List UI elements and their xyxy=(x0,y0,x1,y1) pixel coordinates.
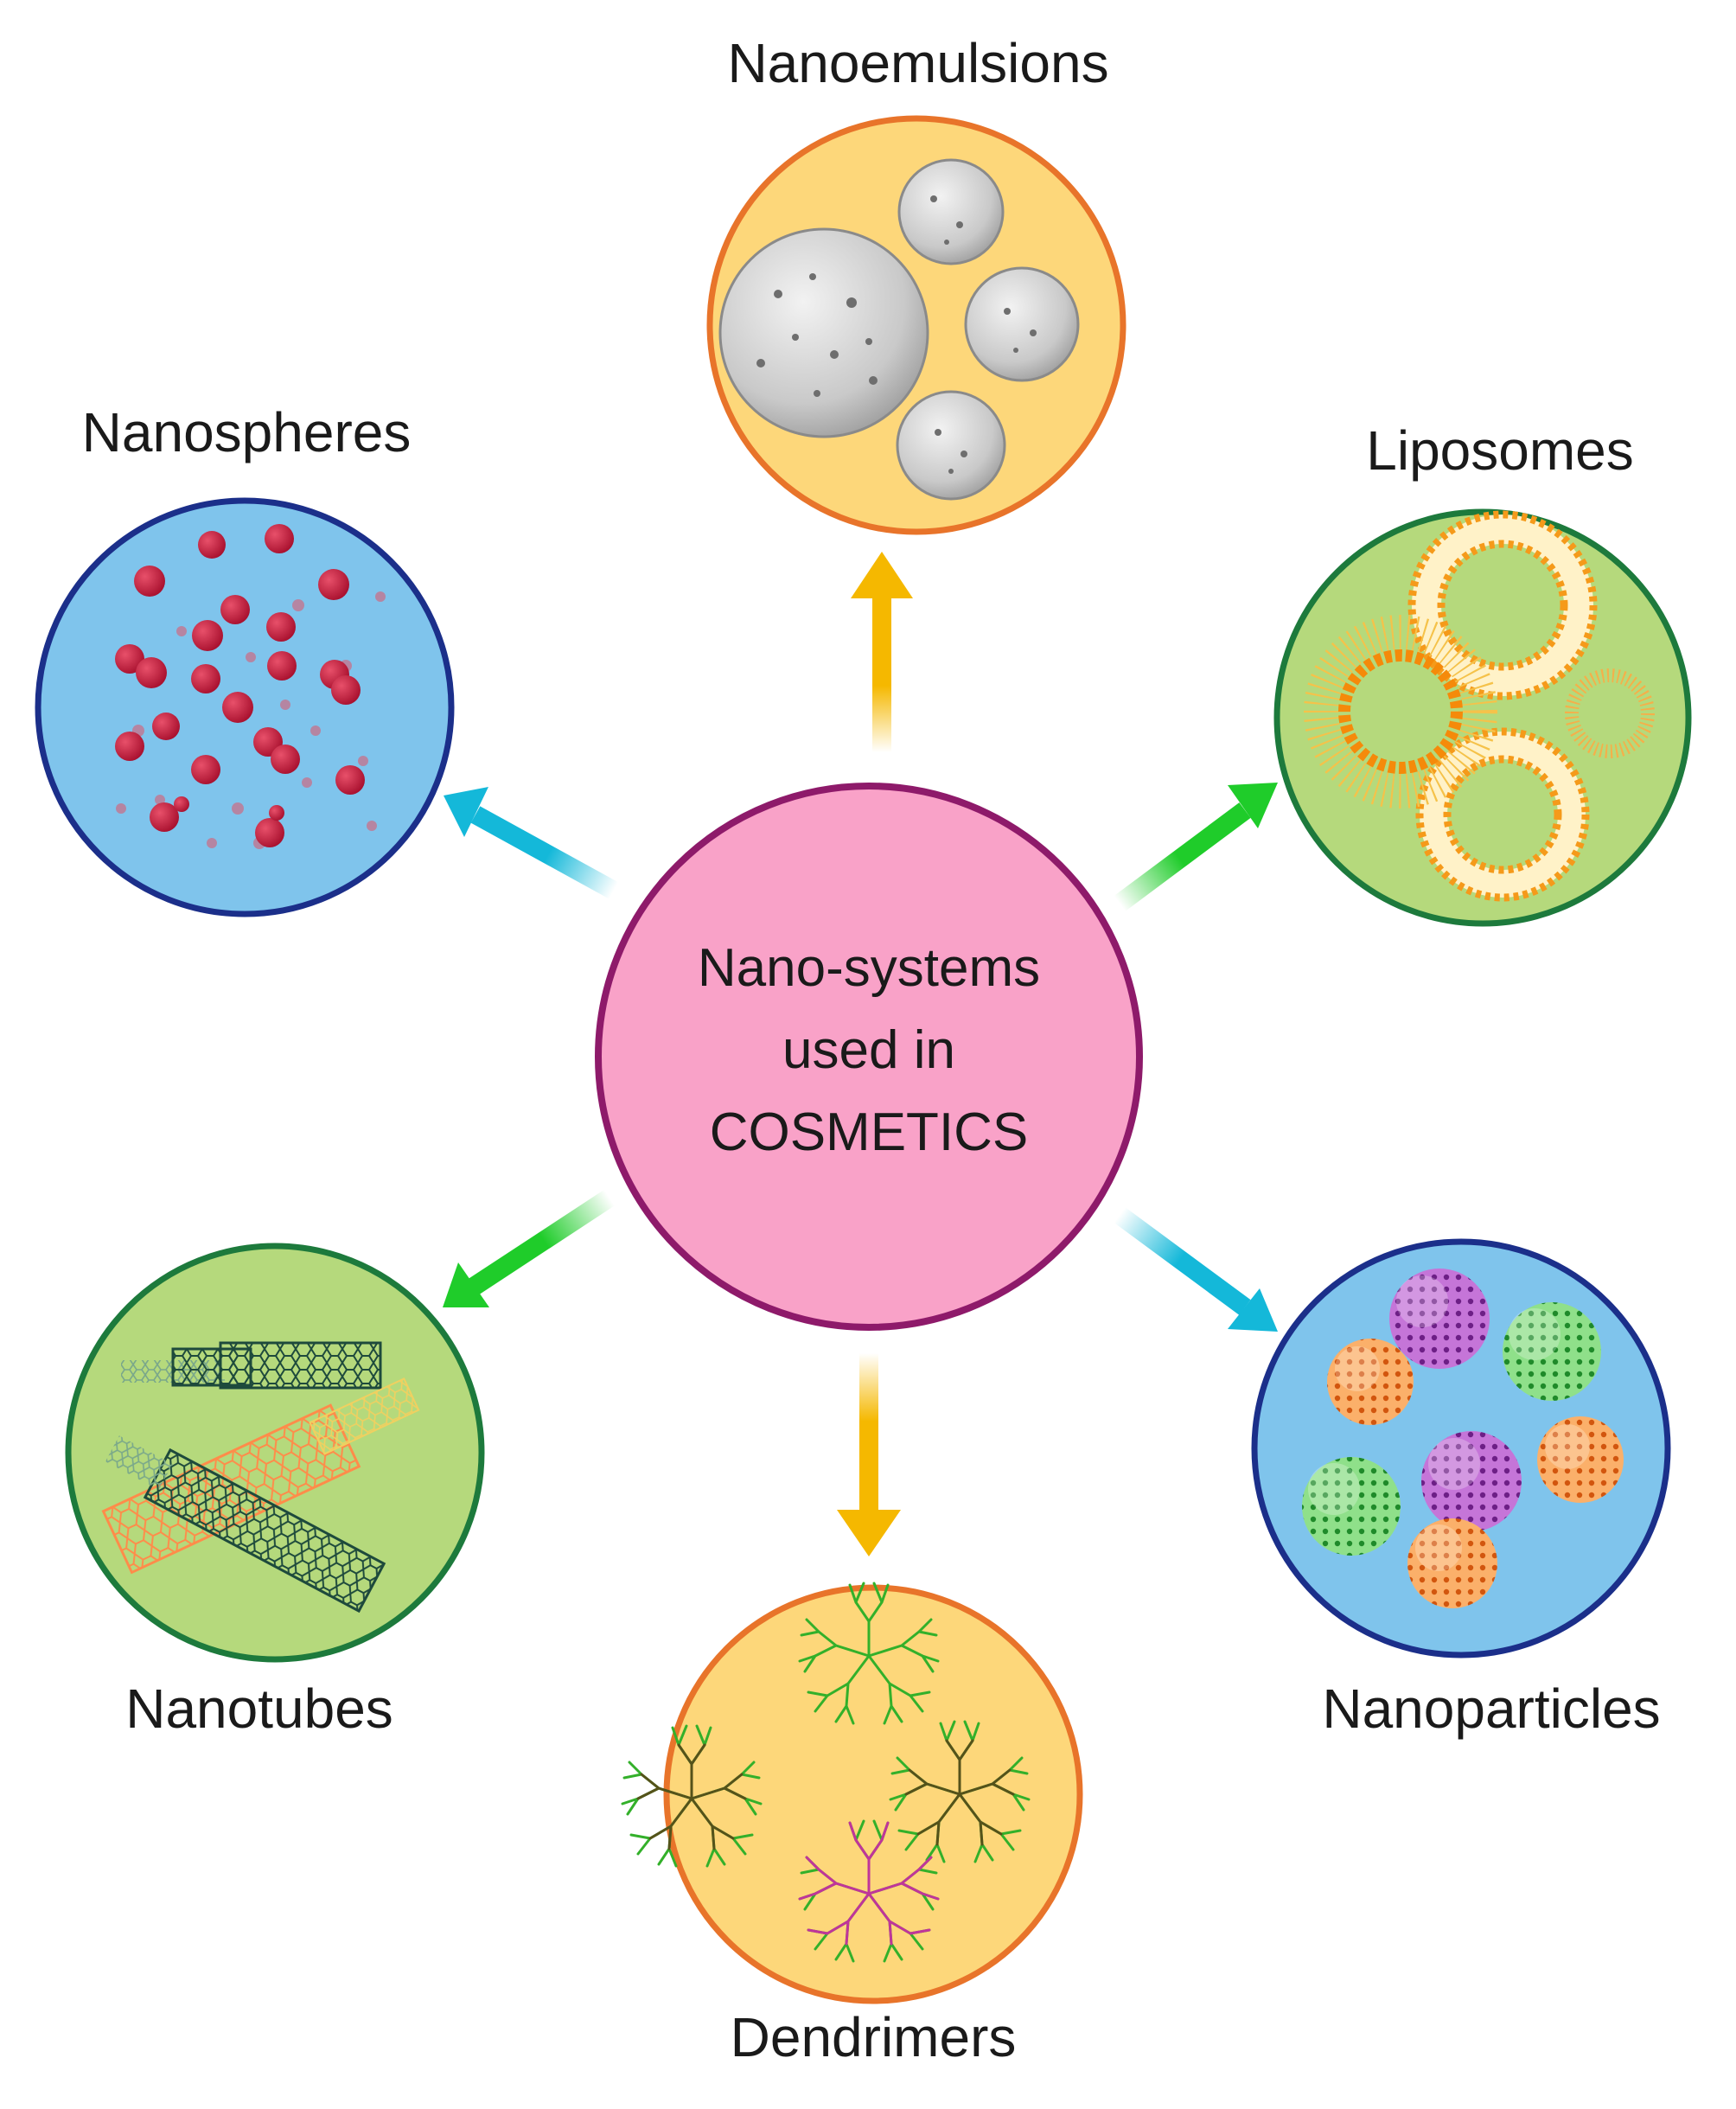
node-nanotubes: Nanotubes xyxy=(65,1243,485,1740)
center-title-line-3: COSMETICS xyxy=(710,1102,1029,1162)
node-nanoparticles: Nanoparticles xyxy=(1251,1238,1671,1740)
arrow-to-nanotubes xyxy=(443,1189,616,1307)
center-circle xyxy=(595,783,1143,1331)
dendrimers-label: Dendrimers xyxy=(731,2006,1017,2068)
nanoemulsions-label: Nanoemulsions xyxy=(727,32,1108,94)
arrow-to-nanoemulsions xyxy=(851,552,913,752)
dotted-spheres-icon xyxy=(1302,1269,1624,1608)
carbon-nanotube-icon xyxy=(101,1341,420,1614)
arrow-to-liposomes xyxy=(1114,783,1278,911)
arrow-to-nanoparticles xyxy=(1114,1207,1278,1332)
dendrimers-circle xyxy=(663,1584,1083,2004)
liposome-bilayer-icon xyxy=(1304,510,1655,902)
emulsion-droplets-icon xyxy=(718,158,1080,501)
node-dendrimers: Dendrimers xyxy=(621,1582,1083,2068)
arrow-to-nanospheres xyxy=(444,787,619,899)
node-liposomes: Liposomes xyxy=(1273,419,1692,927)
nanoparticles-label: Nanoparticles xyxy=(1322,1678,1660,1740)
red-spheres-icon xyxy=(115,524,386,849)
arrow-to-dendrimers xyxy=(837,1353,901,1556)
branched-dendrimer-icon xyxy=(621,1582,1031,1963)
nanospheres-label: Nanospheres xyxy=(82,401,412,463)
node-nanoemulsions: Nanoemulsions xyxy=(706,32,1126,535)
center-title-line-1: Nano-systems xyxy=(698,938,1040,998)
center-node: Nano-systems used in COSMETICS xyxy=(595,783,1143,1331)
node-nanospheres: Nanospheres xyxy=(35,401,455,917)
nanotubes-label: Nanotubes xyxy=(125,1678,393,1740)
center-title-line-2: used in xyxy=(782,1020,955,1080)
liposomes-label: Liposomes xyxy=(1366,419,1634,482)
